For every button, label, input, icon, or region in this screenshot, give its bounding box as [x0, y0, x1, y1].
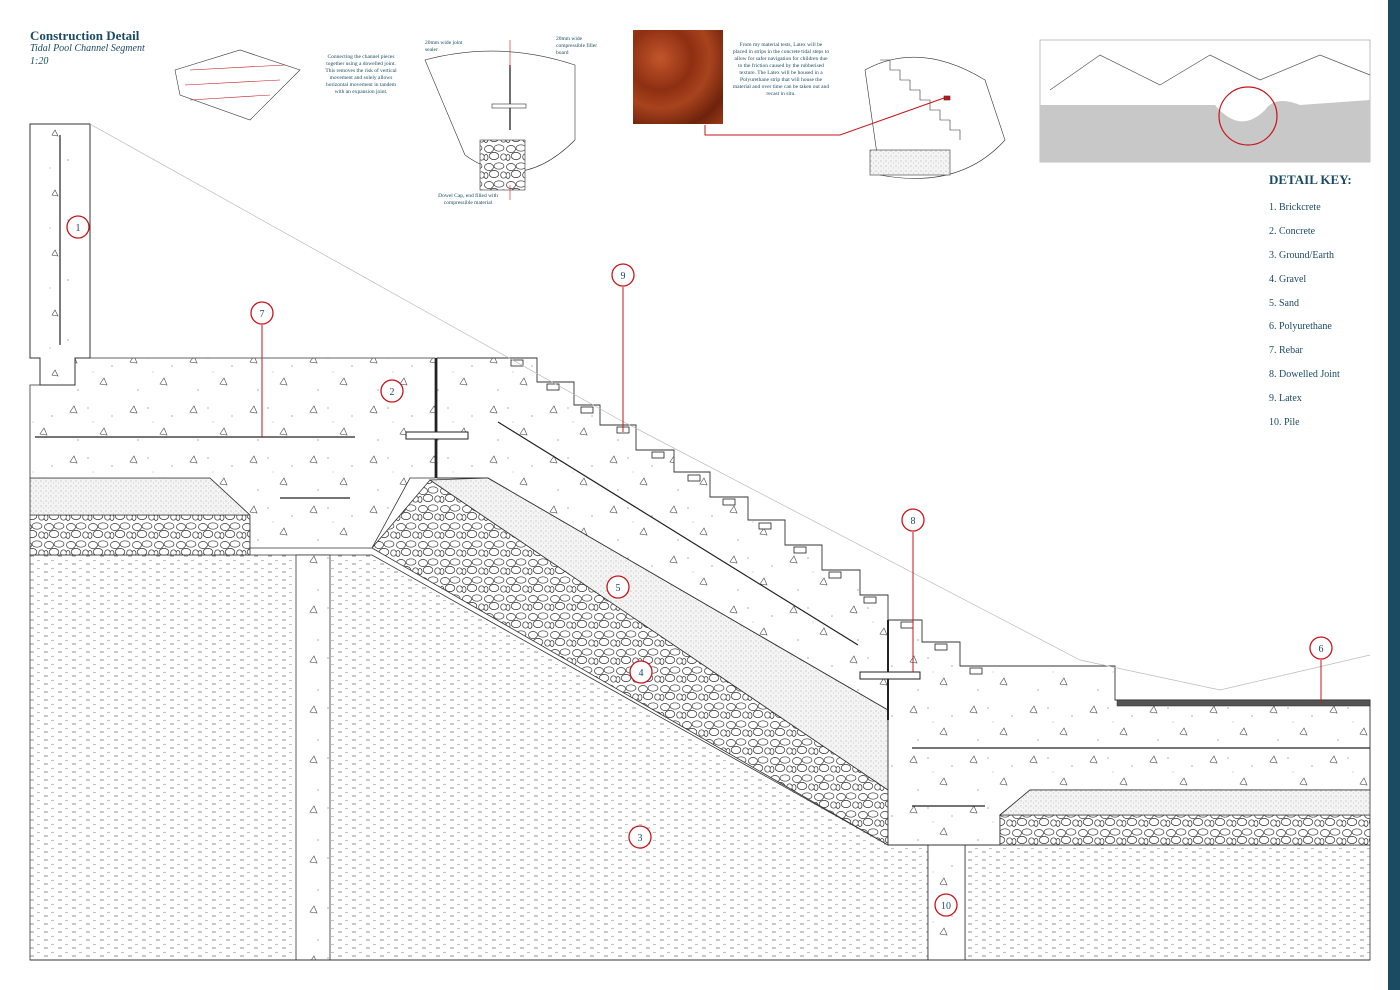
marker-label-3: 3: [638, 833, 643, 844]
concrete-steps: [436, 357, 889, 711]
dowel-joint-note: Connecting the channel pieces together u…: [325, 54, 397, 95]
key-item-gravel: 4. Gravel: [1269, 273, 1307, 285]
detail-key-list: 1. Brickcrete 2. Concrete 3. Ground/Eart…: [1269, 200, 1340, 439]
site-section-inset: [1039, 39, 1371, 163]
latex-steps-inset: [704, 56, 1006, 179]
marker-1: 1: [66, 215, 90, 239]
key-item-rebar: 7. Rebar: [1269, 345, 1303, 357]
marker-7: 7: [250, 301, 274, 325]
marker-3: 3: [628, 825, 652, 849]
pile-left: [295, 554, 331, 961]
key-item-polyurethane: 6. Polyurethane: [1269, 321, 1332, 333]
marker-6: 6: [1309, 636, 1333, 660]
key-item-concrete: 2. Concrete: [1269, 225, 1316, 237]
marker-9: 9: [611, 263, 635, 287]
marker-label-5: 5: [616, 583, 621, 594]
drawing-subtitle: Tidal Pool Channel Segment: [30, 43, 145, 54]
latex-note: From my material tests, Latex will be pl…: [732, 42, 830, 97]
gravel-bed-right: [999, 814, 1371, 846]
key-item-latex: 9. Latex: [1269, 393, 1302, 405]
dowel-cap-note: Dowel Cap, end filled with compressible …: [438, 193, 498, 206]
key-item-pile: 10. Pile: [1269, 417, 1300, 429]
marker-label-8: 8: [911, 516, 916, 527]
polyurethane-layer: [1116, 699, 1371, 707]
filler-board-note: 20mm wide compressible filler board: [556, 36, 598, 56]
key-item-dowelled-joint: 8. Dowelled Joint: [1269, 369, 1340, 381]
marker-5: 5: [606, 575, 630, 599]
joint-sealer-note: 20mm wide joint sealer: [425, 40, 463, 53]
marker-label-1: 1: [76, 223, 81, 234]
key-item-sand: 5. Sand: [1269, 297, 1299, 309]
key-item-brickcrete: 1. Brickcrete: [1269, 202, 1321, 213]
drawing-scale: 1:20: [30, 56, 49, 67]
latex-material-photo: [633, 30, 723, 124]
marker-label-7: 7: [260, 309, 265, 320]
marker-8: 8: [901, 508, 925, 532]
gravel-bed-left: [29, 514, 251, 556]
dowel-sketch-inset: [174, 49, 301, 121]
marker-label-9: 9: [621, 271, 626, 282]
marker-label-6: 6: [1319, 644, 1324, 655]
latex-strips: [510, 359, 983, 675]
dowel-upper: [405, 431, 469, 440]
sand-bed-right: [998, 789, 1371, 816]
sheet-edge-strip: [1388, 0, 1400, 990]
rebar-sloped: [497, 421, 859, 646]
water-guide-line: [89, 123, 1371, 691]
ground-earth-region-right: [964, 844, 1371, 961]
dowel-lower: [859, 671, 921, 680]
marker-10: 10: [934, 893, 958, 917]
marker-label-2: 2: [390, 387, 395, 398]
marker-leaders: [261, 287, 1322, 703]
key-item-ground: 3. Ground/Earth: [1269, 249, 1334, 261]
marker-2: 2: [380, 379, 404, 403]
drawing-title: Construction Detail: [30, 28, 140, 43]
detail-key-title: DETAIL KEY:: [1269, 172, 1352, 187]
marker-label-4: 4: [639, 668, 644, 679]
marker-4: 4: [629, 660, 653, 684]
marker-label-10: 10: [941, 901, 951, 912]
joint-section-inset: [424, 40, 576, 200]
